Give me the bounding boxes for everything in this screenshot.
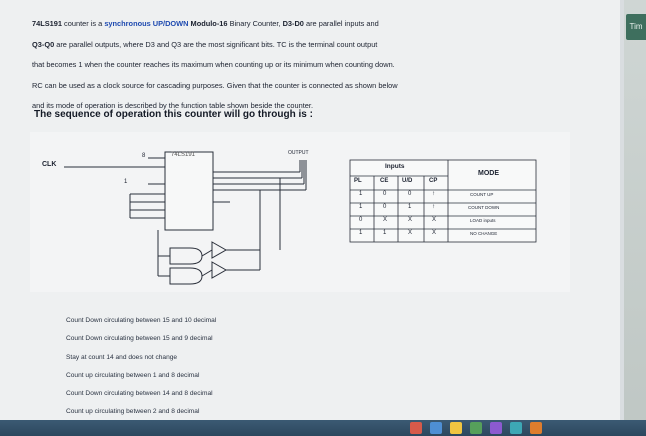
answer-option[interactable]: Count Down circulating between 14 and 8 … [66,390,213,398]
app-icon[interactable] [450,422,462,434]
answer-option[interactable]: Count Down circulating between 15 and 10… [66,317,217,324]
app-icon[interactable] [490,422,502,434]
answer-option[interactable]: Stay at count 14 and does not change [66,353,178,361]
app-icon[interactable] [510,422,522,434]
circuit-diagram [64,151,537,285]
table-header-mode: MODE [478,170,499,177]
table-row: 0 X X X LOAD inputs [359,217,496,223]
answer-options: Count Down circulating between 15 and 10… [66,312,216,422]
input-eight-label: 8 [142,153,146,159]
question-text: 74LS191 counter is a synchronous UP/DOWN… [32,19,398,110]
table-col-ud: U/D [402,178,413,184]
table-col-ce: CE [380,178,389,184]
answer-option[interactable]: Count up circulating between 1 and 8 dec… [66,371,200,379]
timer-tab[interactable]: Tim [626,14,646,40]
table-row: 1 0 0 ↑ COUNT UP [359,191,494,197]
input-one-label: 1 [124,179,128,185]
question-prompt: The sequence of operation this counter w… [34,109,313,120]
side-panel: Tim [624,0,646,436]
chip-label: 74LS191 [171,152,196,158]
taskbar [0,420,646,436]
answer-option[interactable]: Count Down circulating between 15 and 9 … [66,335,213,343]
table-col-cp: CP [429,178,438,184]
app-icon[interactable] [430,422,442,434]
app-icon[interactable] [470,422,482,434]
quiz-page: 74LS191 counter is a synchronous UP/DOWN… [0,0,620,420]
app-icon[interactable] [530,422,542,434]
chip-part-number: 74LS191 [32,19,62,28]
answer-option[interactable]: Count up circulating between 2 and 8 dec… [66,408,200,416]
output-label: OUTPUT [288,150,309,156]
table-row: 1 0 1 ↑ COUNT DOWN [359,204,500,210]
table-col-pl: PL [354,178,362,184]
circuit-figure: CLK 74LS191 OUTPUT 8 1 Inputs MODE PL CE… [30,132,570,292]
table-header-inputs: Inputs [385,163,405,170]
clk-label: CLK [42,161,57,168]
app-icon[interactable] [410,422,422,434]
table-row: 1 1 X X NO CHANGE [359,230,498,236]
